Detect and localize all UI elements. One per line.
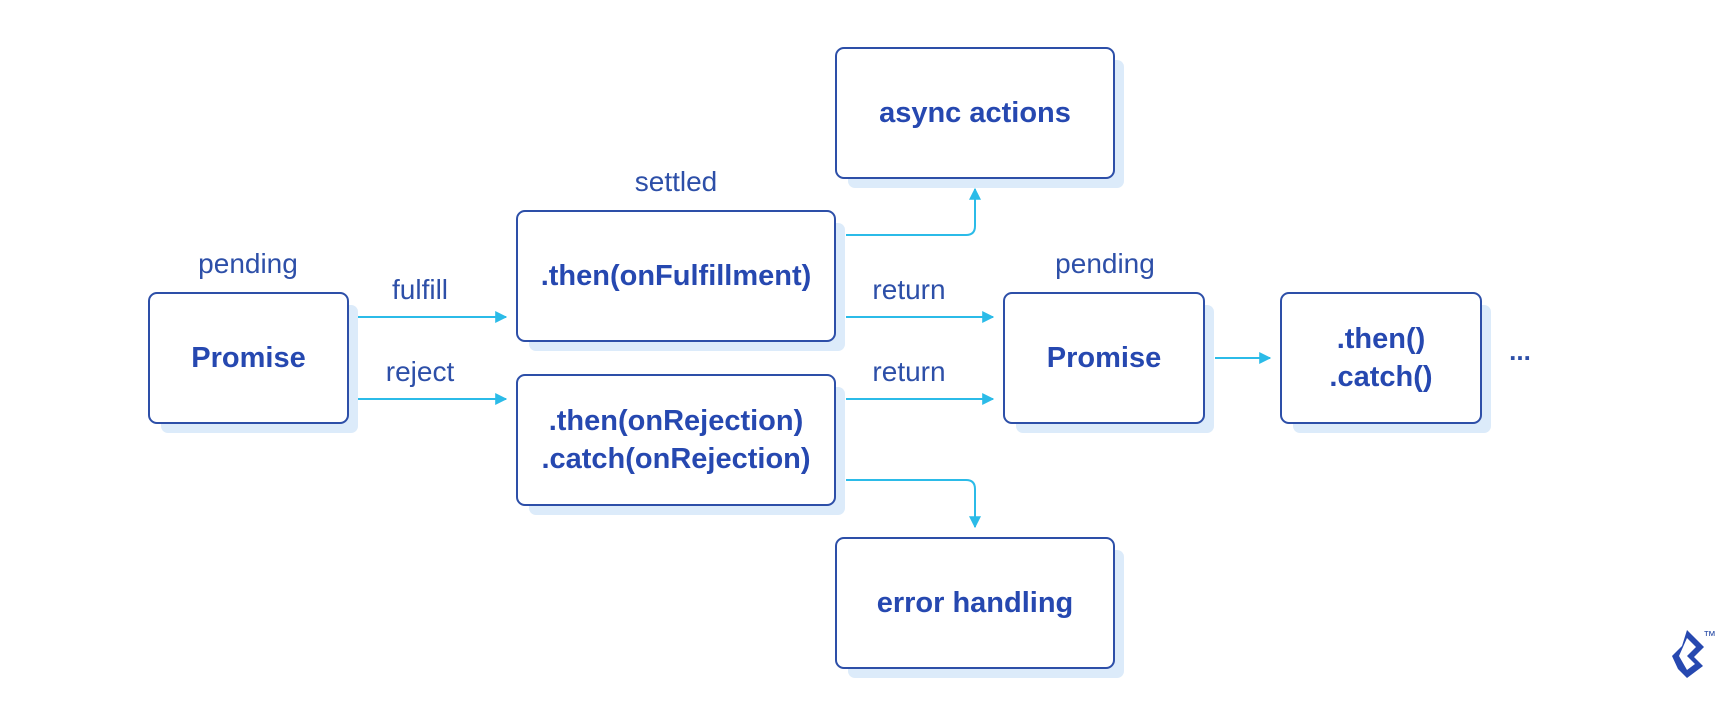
edge-label-return-2: return (872, 356, 946, 387)
error-handling-node: error handling (835, 537, 1115, 669)
continuation-ellipsis: ... (1509, 336, 1531, 366)
edge-to-async-actions (846, 187, 981, 236)
node-label: async actions (879, 97, 1071, 129)
node-label-line-1: .then(onRejection) (548, 405, 804, 437)
trademark-mark: ™ (1703, 628, 1716, 643)
node-label: .then(onFulfillment) (540, 260, 812, 292)
edge-label-return-1: return (872, 274, 946, 305)
edge-label-fulfill: fulfill (391, 274, 449, 305)
node-label-line-1: .then() (1336, 323, 1426, 355)
node-label-line-2: .catch(onRejection) (541, 443, 811, 475)
node-label: Promise (1046, 342, 1162, 374)
state-label-pending-2: pending (1055, 248, 1155, 279)
then-on-fulfillment-node: .then(onFulfillment) (516, 210, 836, 342)
promise-node: Promise (148, 292, 349, 424)
state-label-pending: pending (198, 248, 298, 279)
edge-to-error-handling (846, 479, 981, 529)
async-actions-node: async actions (835, 47, 1115, 179)
toptal-logo-icon (1672, 630, 1704, 678)
then-catch-node: .then() .catch() (1280, 292, 1482, 424)
second-promise-node: Promise (1003, 292, 1205, 424)
node-label: Promise (191, 342, 306, 374)
edge-label-reject: reject (385, 356, 455, 387)
node-label-line-2: .catch() (1329, 361, 1433, 393)
then-on-rejection-node: .then(onRejection) .catch(onRejection) (516, 374, 836, 506)
node-label: error handling (876, 587, 1074, 619)
state-label-settled: settled (634, 166, 718, 197)
